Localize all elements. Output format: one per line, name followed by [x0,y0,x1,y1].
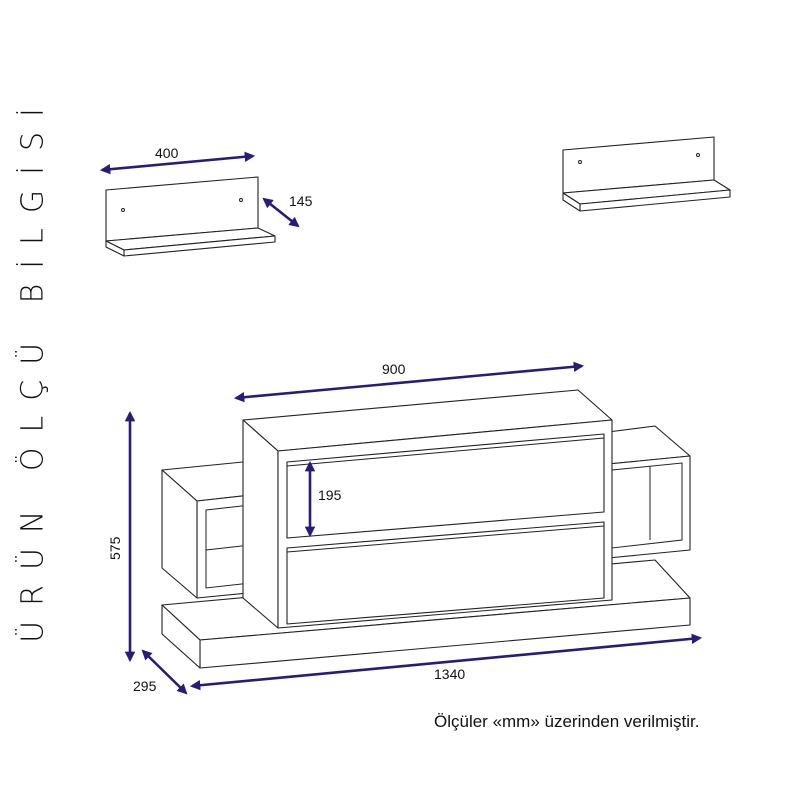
label-shelf-depth: 145 [289,193,313,209]
wall-shelf-right [562,136,731,212]
label-depth: 295 [133,678,157,694]
arrow-top-width [233,361,585,403]
label-top-width: 900 [382,361,406,377]
wall-shelf-left [105,176,276,257]
arrow-width [189,633,703,691]
label-drawer-height: 195 [318,487,342,503]
label-width: 1340 [434,666,465,682]
arrow-shelf-width [99,151,256,175]
label-shelf-width: 400 [155,145,179,161]
label-height: 575 [107,536,123,560]
arrow-shelf-depth [262,197,300,228]
units-note: Ölçüler «mm» üzerinden verilmiştir. [434,712,700,731]
dimension-arrows [99,151,703,695]
tv-unit [161,389,691,669]
arrow-depth [141,649,188,695]
